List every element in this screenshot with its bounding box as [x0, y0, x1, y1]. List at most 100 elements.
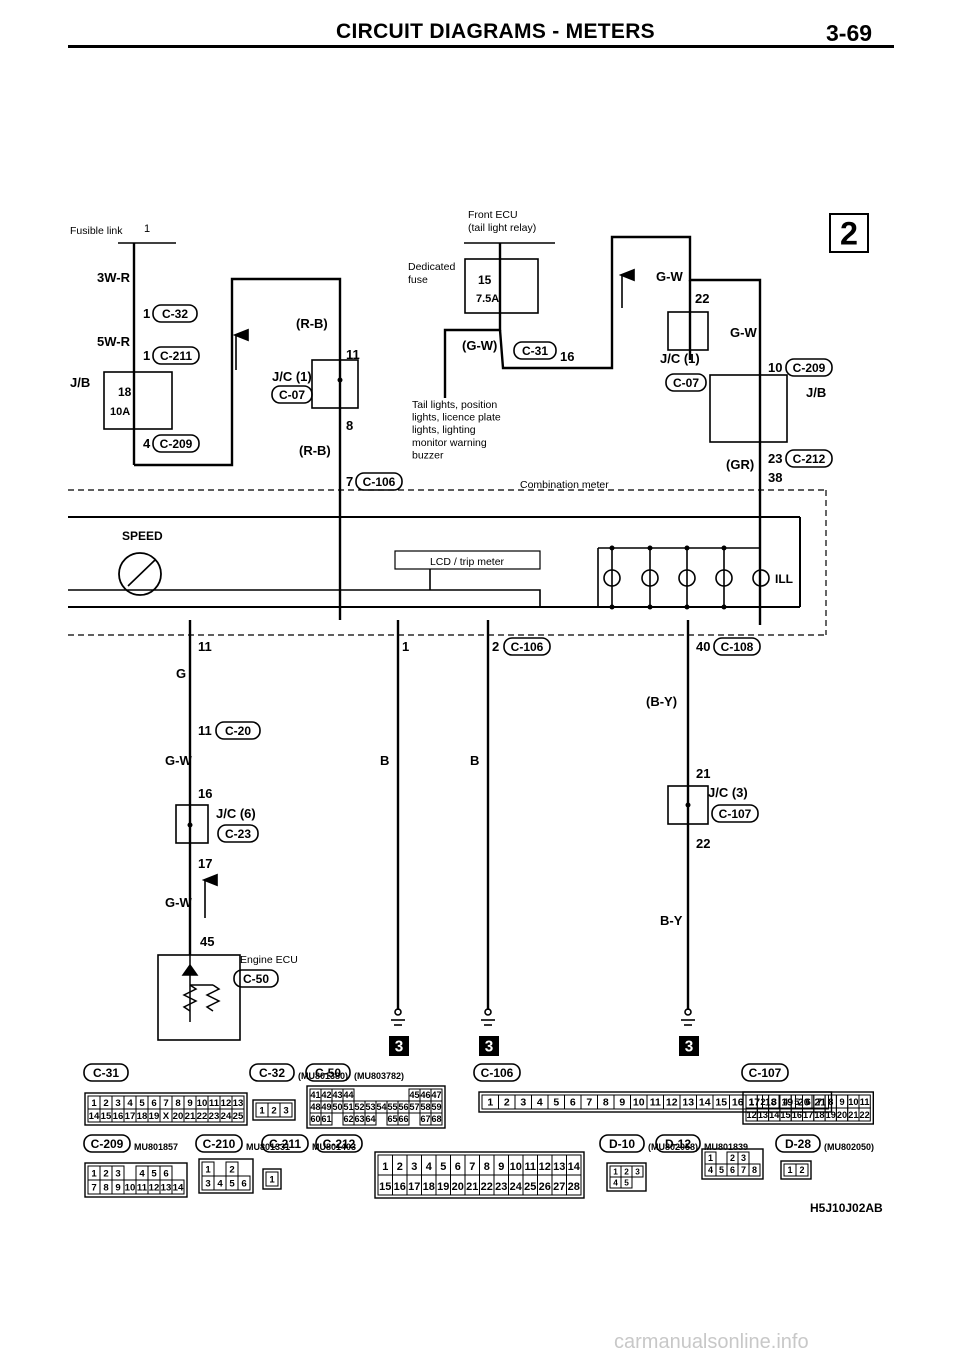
cavity-number: 20: [798, 1097, 810, 1109]
cavity-number: 51: [343, 1102, 353, 1112]
cavity-number: 16: [394, 1181, 406, 1193]
connector-tag-outline: [233, 969, 279, 988]
connector-cavity: [171, 1179, 185, 1195]
cavity-number: 1: [487, 1097, 493, 1109]
connector-tag: C-211: [269, 1137, 301, 1151]
connector-shell: [701, 1148, 764, 1180]
cavity-number: 1: [259, 1106, 265, 1117]
pin-number: 4: [143, 436, 151, 451]
lcd-trip-meter-label: LCD / trip meter: [430, 556, 505, 568]
connector-tag-outline: [217, 824, 259, 843]
cavity-number: 66: [398, 1114, 408, 1124]
cavity-number: 18: [814, 1110, 824, 1120]
cavity-number: 5: [151, 1169, 157, 1180]
pin-number: 17: [198, 856, 212, 871]
connector-tag: C-107: [749, 1066, 782, 1080]
cavity-number: 14: [699, 1097, 711, 1109]
cavity-number: 12: [221, 1098, 232, 1109]
cavity-number: 18: [137, 1111, 148, 1122]
cavity-number: 17: [803, 1110, 813, 1120]
connector-tag-outline: [152, 434, 200, 453]
front-ecu-sub-label: (tail light relay): [468, 222, 536, 234]
connector-tag: C-211: [160, 349, 192, 363]
cavity-number: 43: [332, 1090, 342, 1100]
connector-tag-outline: [315, 1134, 363, 1153]
connector-tag: C-107: [719, 807, 752, 821]
badge-number: 2: [840, 215, 858, 251]
connector-cavity: [237, 1175, 251, 1191]
cavity-number: 57: [409, 1102, 419, 1112]
cavity-number: 10: [125, 1183, 136, 1194]
cavity-number: 12: [149, 1183, 160, 1194]
tail-lights-label: lights, licence plate: [412, 412, 501, 424]
cavity-number: 1: [91, 1169, 97, 1180]
connector-tag-outline: [785, 449, 833, 468]
connector-tag-outline: [741, 1063, 789, 1082]
cavity-number: 19: [149, 1111, 160, 1122]
connector-tag-outline: [713, 637, 761, 656]
connector-part-number: (MU802050): [824, 1142, 874, 1152]
connector-shell: [262, 1168, 282, 1190]
cavity-number: 21: [848, 1110, 858, 1120]
cavity-number: 8: [752, 1165, 757, 1175]
cavity-number: 4: [127, 1098, 133, 1109]
cavity-number: 8: [828, 1097, 833, 1107]
badge-box: [679, 1036, 699, 1056]
diagram-id: H5J10J02AB: [810, 1201, 883, 1215]
wire-color-label: G: [176, 666, 186, 681]
cavity-number: 1: [91, 1098, 97, 1109]
cavity-number: 4: [426, 1161, 433, 1173]
connector-shell: [306, 1085, 446, 1129]
cavity-number: 8: [175, 1098, 181, 1109]
wire-color-label: G-W: [656, 269, 683, 284]
connector-tag-outline: [261, 1134, 309, 1153]
cavity-number: 8: [484, 1161, 490, 1173]
pin-number: 21: [696, 766, 710, 781]
cavity-number: 64: [365, 1114, 375, 1124]
cavity-number: 42: [321, 1090, 331, 1100]
connector-tag-outline: [305, 1063, 351, 1082]
engine-ecu-label: Engine ECU: [240, 954, 298, 966]
badge-number: 3: [395, 1038, 404, 1055]
cavity-number: 4: [139, 1169, 145, 1180]
cavity-number: 18: [765, 1097, 777, 1109]
cavity-number: 3: [283, 1106, 288, 1117]
tail-lights-label: buzzer: [412, 449, 444, 461]
cavity-number: 3: [772, 1097, 777, 1107]
cavity-number: 14: [568, 1161, 581, 1173]
connector-tag: C-108: [721, 640, 754, 654]
cavity-number: 2: [799, 1165, 804, 1175]
wire-color-label: (R-B): [296, 316, 328, 331]
cavity-number: 7: [469, 1161, 475, 1173]
cavity-number: 44: [343, 1090, 353, 1100]
cavity-number: 25: [524, 1181, 536, 1193]
connector-cavity: [397, 1112, 410, 1126]
connector-tag: C-106: [363, 475, 396, 489]
connector-tag-outline: [83, 1063, 129, 1082]
connector-shell: [84, 1092, 248, 1126]
junction-label: J/C (6): [216, 806, 256, 821]
cavity-number: 21: [814, 1097, 826, 1109]
cavity-number: 20: [452, 1181, 464, 1193]
cavity-number: 11: [137, 1183, 148, 1194]
connector-shell: [84, 1162, 188, 1198]
cavity-number: 6: [163, 1169, 168, 1180]
connector-part-number: MU801857: [134, 1142, 178, 1152]
cavity-number: 56: [398, 1102, 408, 1112]
cavity-number: 1: [205, 1165, 211, 1176]
cavity-number: 16: [792, 1110, 802, 1120]
connector-cavity: [795, 1163, 809, 1177]
page-title: CIRCUIT DIAGRAMS - METERS: [336, 20, 655, 43]
cavity-number: 5: [553, 1097, 559, 1109]
cavity-number: 22: [197, 1111, 208, 1122]
cavity-number: 52: [354, 1102, 364, 1112]
cavity-number: 13: [553, 1161, 565, 1173]
connector-tag-outline: [271, 385, 313, 404]
connector-tag: C-32: [162, 307, 188, 321]
cavity-number: 25: [233, 1111, 244, 1122]
connector-tag: C-23: [225, 827, 251, 841]
cavity-number: 1: [269, 1175, 275, 1186]
pin-number: 10: [768, 360, 782, 375]
cavity-number: 6: [151, 1098, 156, 1109]
connector-tag: C-31: [93, 1066, 119, 1080]
